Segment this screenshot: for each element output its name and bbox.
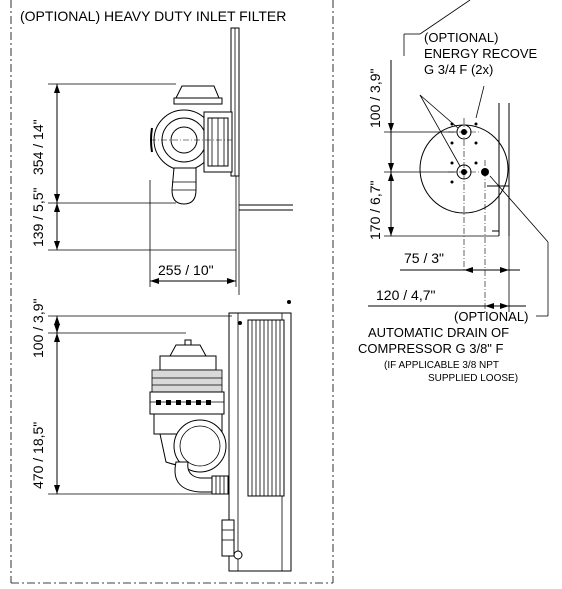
- dim-170-label: 170 / 6,7": [367, 181, 383, 240]
- energy-recovery-line1: (OPTIONAL): [424, 30, 498, 45]
- dim-255: [149, 176, 237, 287]
- dim-100-left-label: 100 / 3,9": [30, 299, 46, 358]
- dim-75-label: 75 / 3": [404, 250, 444, 266]
- drain-line3: COMPRESSOR G 3/8" F: [358, 341, 504, 356]
- drain-line5: SUPPLIED LOOSE): [428, 373, 518, 384]
- dim-354-139: [48, 83, 236, 251]
- side-view: [149, 300, 292, 572]
- drain-line1: (OPTIONAL): [454, 309, 528, 324]
- dim-100-right-label: 100 / 3,9": [367, 69, 383, 128]
- inlet-filter-frame: [10, 0, 334, 584]
- dim-470-label: 470 / 18,5": [30, 422, 46, 489]
- dim-right-vertical: [384, 60, 499, 237]
- energy-recovery-detail: [403, 0, 510, 312]
- dim-120-label: 120 / 4,7": [376, 287, 435, 303]
- dim-139-label: 139 / 5,5": [30, 188, 46, 247]
- drain-line4: (IF APPLICABLE 3/8 NPT: [384, 360, 499, 371]
- dim-354-label: 354 / 14": [30, 119, 46, 175]
- inlet-filter-title: (OPTIONAL) HEAVY DUTY INLET FILTER: [20, 8, 286, 24]
- top-view: [150, 27, 293, 295]
- dim-right-horizontal: [368, 236, 526, 312]
- drain-leader: [489, 175, 549, 317]
- dim-100-470: [48, 315, 232, 495]
- drain-line2: AUTOMATIC DRAIN OF: [368, 325, 509, 340]
- energy-recovery-line2: ENERGY RECOVE: [424, 46, 538, 61]
- energy-recovery-line3: G 3/4 F (2x): [424, 62, 493, 77]
- dim-255-label: 255 / 10": [158, 262, 214, 278]
